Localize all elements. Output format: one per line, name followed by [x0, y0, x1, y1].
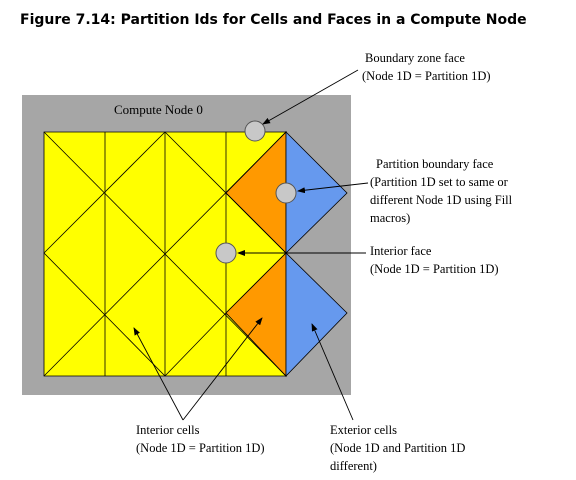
boundary-zone-face-detail: (Node 1D = Partition 1D) — [362, 69, 491, 83]
boundary-zone-face-arrow — [262, 69, 359, 125]
partition-boundary-face-detail-3: macros) — [370, 211, 410, 225]
partition-boundary-face-detail-1: (Partition 1D set to same or — [370, 175, 509, 189]
annotation-arrows — [133, 69, 369, 421]
interior-cells-title: Interior cells — [136, 423, 200, 437]
exterior-cells-arrow — [311, 323, 354, 421]
partition-boundary-face-arrow — [297, 182, 369, 194]
partition-boundary-face-title: Partition boundary face — [376, 157, 494, 171]
interior-mesh-lines — [43, 131, 287, 377]
exterior-cells-detail-1: (Node 1D and Partition 1D — [330, 441, 465, 455]
partition-boundary-face-marker — [275, 182, 297, 204]
exterior-cells-title: Exterior cells — [330, 423, 397, 437]
boundary-zone-face-title: Boundary zone face — [365, 51, 465, 65]
boundary-zone-face-marker — [244, 120, 266, 142]
interior-face-marker — [215, 242, 237, 264]
interior-cells-arrow-left — [133, 327, 184, 421]
interior-face-detail: (Node 1D = Partition 1D) — [370, 262, 499, 276]
interior-cells-detail: (Node 1D = Partition 1D) — [136, 441, 265, 455]
interior-cells-arrow-right — [182, 317, 263, 421]
partition-boundary-face-detail-2: different Node 1D using Fill — [370, 193, 513, 207]
compute-node-label: Compute Node 0 — [114, 102, 203, 117]
exterior-cells-detail-2: different) — [330, 459, 377, 473]
exterior-cell-lower — [285, 252, 348, 377]
figure-title: Figure 7.14: Partition Ids for Cells and… — [20, 12, 527, 28]
interior-face-title: Interior face — [370, 244, 432, 258]
